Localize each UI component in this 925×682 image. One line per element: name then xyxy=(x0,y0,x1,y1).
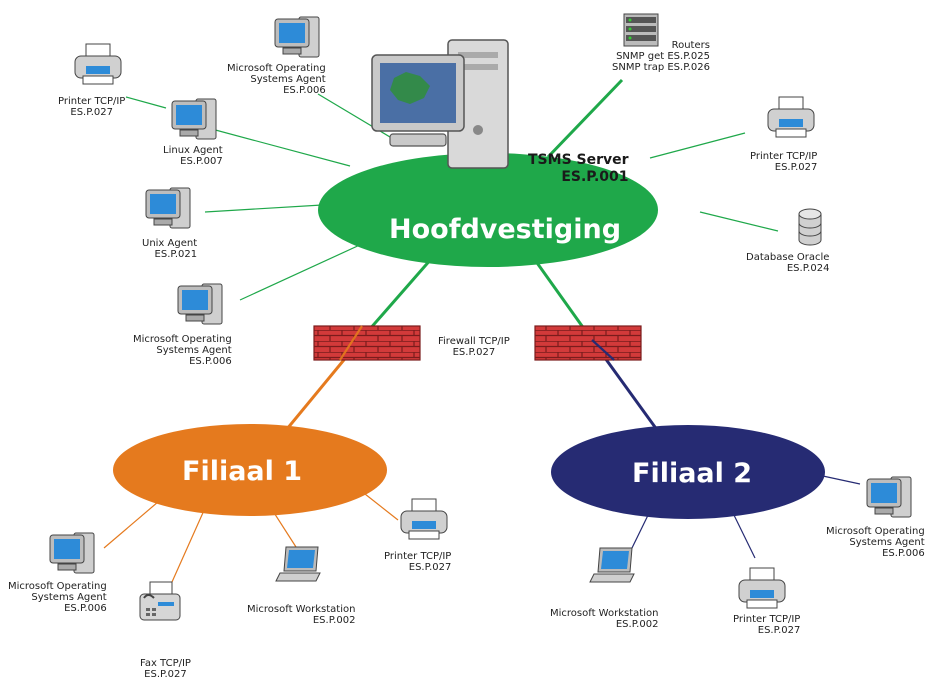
b1-ms-agent-line1: Microsoft Operating xyxy=(8,581,107,592)
database-icon xyxy=(798,208,822,246)
branch1-hub-label: Filiaal 1 xyxy=(182,456,303,487)
tsms-server-id: ES.P.001 xyxy=(561,169,629,185)
computer-icon-left-agent xyxy=(177,283,223,325)
b2-ms-agent-line2: Systems Agent xyxy=(849,537,925,548)
firewall-name: Firewall TCP/IP xyxy=(438,336,510,347)
b2-printer-name: Printer TCP/IP xyxy=(733,614,801,625)
b1-workstation-id: ES.P.002 xyxy=(312,615,356,626)
ms-agent-top-line1: Microsoft Operating xyxy=(227,63,326,74)
ms-agent-left-line3: ES.P.006 xyxy=(189,356,232,367)
b1-printer-id: ES.P.027 xyxy=(408,562,452,573)
printer-right-id: ES.P.027 xyxy=(774,162,818,173)
branch1-hub-ellipse xyxy=(113,424,387,516)
b2-workstation-id: ES.P.002 xyxy=(615,619,659,630)
laptop-icon-b2 xyxy=(589,547,635,583)
laptop-icon-b1 xyxy=(275,546,321,582)
b1-fax-name: Fax TCP/IP xyxy=(140,658,191,669)
branch2-hub-ellipse xyxy=(551,425,825,519)
b1-fax-id: ES.P.027 xyxy=(144,669,187,680)
tsms-server-name: TSMS Server xyxy=(528,152,629,168)
b2-workstation-label: Microsoft Workstation ES.P.002 xyxy=(550,608,658,630)
routers-snmp-get: SNMP get ES.P.025 xyxy=(616,51,710,62)
b2-ms-agent-line3: ES.P.006 xyxy=(882,548,925,559)
firewall-id: ES.P.027 xyxy=(452,347,496,358)
printer-icon-b2 xyxy=(738,567,786,609)
firewall-left xyxy=(313,325,421,361)
main-hub-label: Hoofdvestiging xyxy=(389,214,622,245)
ms-agent-left-label: Microsoft Operating Systems Agent ES.P.0… xyxy=(133,334,232,367)
tsms-server-icon xyxy=(371,39,509,169)
ms-agent-top-line2: Systems Agent xyxy=(250,74,326,85)
database-name: Database Oracle xyxy=(746,252,830,263)
ms-agent-top-label: Microsoft Operating Systems Agent ES.P.0… xyxy=(227,63,326,96)
firewall-right xyxy=(534,325,642,361)
printer-icon-top-left xyxy=(74,43,122,85)
firewall-left-pass xyxy=(339,325,363,361)
b1-workstation-name: Microsoft Workstation xyxy=(247,604,356,615)
firewall-right-pass xyxy=(591,339,615,361)
linux-agent-id: ES.P.007 xyxy=(180,156,223,167)
printer-right-label: Printer TCP/IP ES.P.027 xyxy=(750,151,817,173)
trunk-main-b1-green xyxy=(360,257,434,339)
database-label: Database Oracle ES.P.024 xyxy=(746,252,829,274)
ms-agent-left-line1: Microsoft Operating xyxy=(133,334,232,345)
b2-ms-agent-label: Microsoft Operating Systems Agent ES.P.0… xyxy=(826,526,925,559)
computer-icon-unix xyxy=(145,187,191,229)
b1-ms-agent-line3: ES.P.006 xyxy=(64,603,107,614)
unix-agent-id: ES.P.021 xyxy=(154,249,198,260)
main-hub-ellipse xyxy=(318,153,658,267)
router-rack-icon xyxy=(623,13,659,47)
ms-agent-left-line2: Systems Agent xyxy=(156,345,232,356)
tsms-server-label: TSMS Server ES.P.001 xyxy=(528,152,629,186)
b1-printer-label: Printer TCP/IP ES.P.027 xyxy=(384,551,451,573)
routers-label: Routers SNMP get ES.P.025 SNMP trap ES.P… xyxy=(612,40,710,73)
printer-top-left-name: Printer TCP/IP xyxy=(58,96,126,107)
database-id: ES.P.024 xyxy=(786,263,830,274)
unix-agent-name: Unix Agent xyxy=(142,238,198,249)
b1-fax-label: Fax TCP/IP ES.P.027 xyxy=(140,658,191,680)
b1-ms-agent-label: Microsoft Operating Systems Agent ES.P.0… xyxy=(8,581,107,614)
computer-icon-b1-agent xyxy=(49,532,95,574)
b2-printer-id: ES.P.027 xyxy=(757,625,801,636)
b2-workstation-name: Microsoft Workstation xyxy=(550,608,659,619)
linux-agent-label: Linux Agent ES.P.007 xyxy=(163,145,223,167)
unix-agent-label: Unix Agent ES.P.021 xyxy=(142,238,197,260)
computer-icon-top-agent xyxy=(274,16,320,58)
computer-icon-linux xyxy=(171,98,217,140)
main-hub-links xyxy=(125,93,779,301)
branch2-hub-label: Filiaal 2 xyxy=(632,458,753,489)
printer-top-left-label: Printer TCP/IP ES.P.027 xyxy=(58,96,125,118)
b1-printer-name: Printer TCP/IP xyxy=(384,551,452,562)
b1-workstation-label: Microsoft Workstation ES.P.002 xyxy=(247,604,355,626)
fax-icon xyxy=(139,581,181,621)
computer-icon-b2-agent xyxy=(866,476,912,518)
b2-ms-agent-line1: Microsoft Operating xyxy=(826,526,925,537)
routers-snmp-trap: SNMP trap ES.P.026 xyxy=(612,62,710,73)
linux-agent-name: Linux Agent xyxy=(163,145,223,156)
router-link xyxy=(546,78,624,159)
ms-agent-top-line3: ES.P.006 xyxy=(283,85,326,96)
printer-right-name: Printer TCP/IP xyxy=(750,151,818,162)
firewall-label: Firewall TCP/IP ES.P.027 xyxy=(438,336,510,358)
printer-icon-b1 xyxy=(400,498,448,540)
printer-icon-right xyxy=(767,96,815,138)
printer-top-left-id: ES.P.027 xyxy=(70,107,113,118)
b1-ms-agent-line2: Systems Agent xyxy=(31,592,107,603)
b2-printer-label: Printer TCP/IP ES.P.027 xyxy=(733,614,800,636)
routers-name: Routers xyxy=(671,40,710,51)
